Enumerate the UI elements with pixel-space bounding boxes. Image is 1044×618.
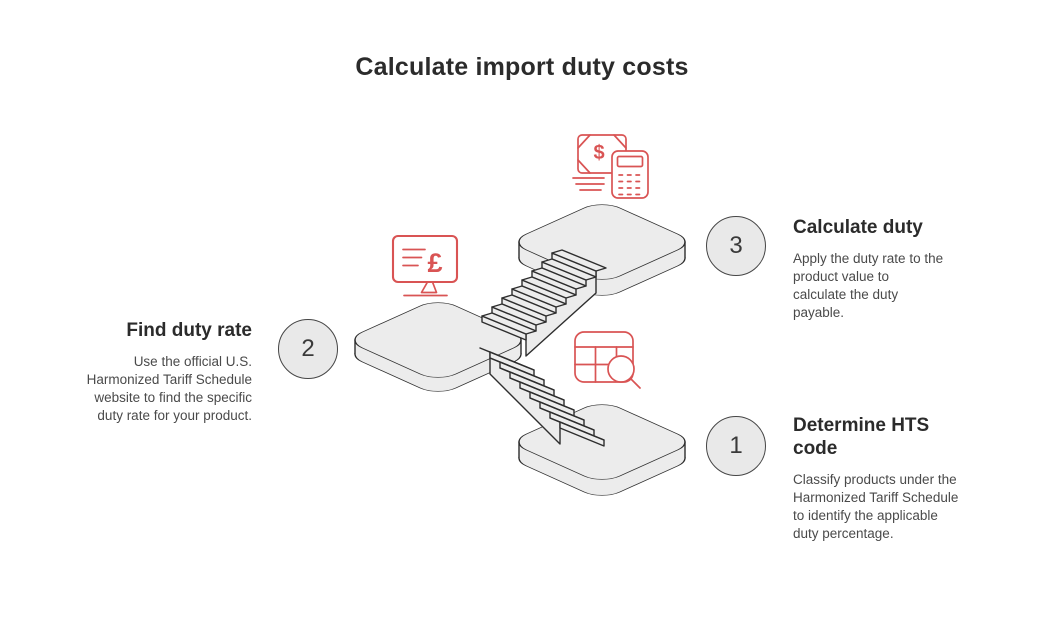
motion-lines	[572, 177, 605, 191]
step-number: 1	[729, 432, 743, 459]
step-number-badge-3: 3	[706, 216, 766, 276]
step-block-1: Determine HTS code Classify products und…	[793, 414, 968, 543]
staircase-upper-flight	[481, 249, 607, 357]
step-number-badge-1: 1	[706, 416, 766, 476]
banknote-fold-top-left	[577, 134, 591, 149]
step-number: 3	[729, 232, 743, 259]
step-description: Classify products under the Harmonized T…	[793, 472, 959, 541]
step-number-badge-2: 2	[278, 319, 338, 379]
banknote-fold-bottom-left	[577, 159, 591, 174]
step-description: Apply the duty rate to the product value…	[793, 251, 944, 320]
step-title: Calculate duty	[793, 217, 923, 238]
staircase-lower-flight	[479, 347, 605, 447]
money-calculator-icon: $	[572, 134, 649, 199]
step-title: Determine HTS code	[793, 415, 930, 459]
monitor-stand	[420, 281, 438, 294]
calculator-keys	[618, 174, 641, 196]
monitor-pound-icon: £	[391, 234, 459, 297]
calculator-display	[616, 155, 644, 168]
magnifier-handle	[629, 377, 641, 389]
step-block-2: Find duty rate Use the official U.S. Har…	[72, 319, 252, 425]
banknote-fold-top-right	[613, 134, 627, 149]
table-outline	[574, 331, 634, 383]
screen-lines	[402, 248, 426, 267]
step-title: Find duty rate	[126, 320, 252, 341]
dollar-glyph: $	[593, 142, 604, 164]
table-search-icon	[574, 331, 641, 389]
step-number: 2	[301, 335, 315, 362]
staircase-platforms	[354, 204, 686, 496]
monitor-screen	[391, 234, 459, 284]
magnifier-lens	[607, 355, 635, 383]
step-description: Use the official U.S. Harmonized Tariff …	[86, 354, 252, 423]
page-title: Calculate import duty costs	[355, 53, 689, 81]
step-block-3: Calculate duty Apply the duty rate to th…	[793, 216, 968, 322]
pound-glyph: £	[427, 248, 442, 278]
